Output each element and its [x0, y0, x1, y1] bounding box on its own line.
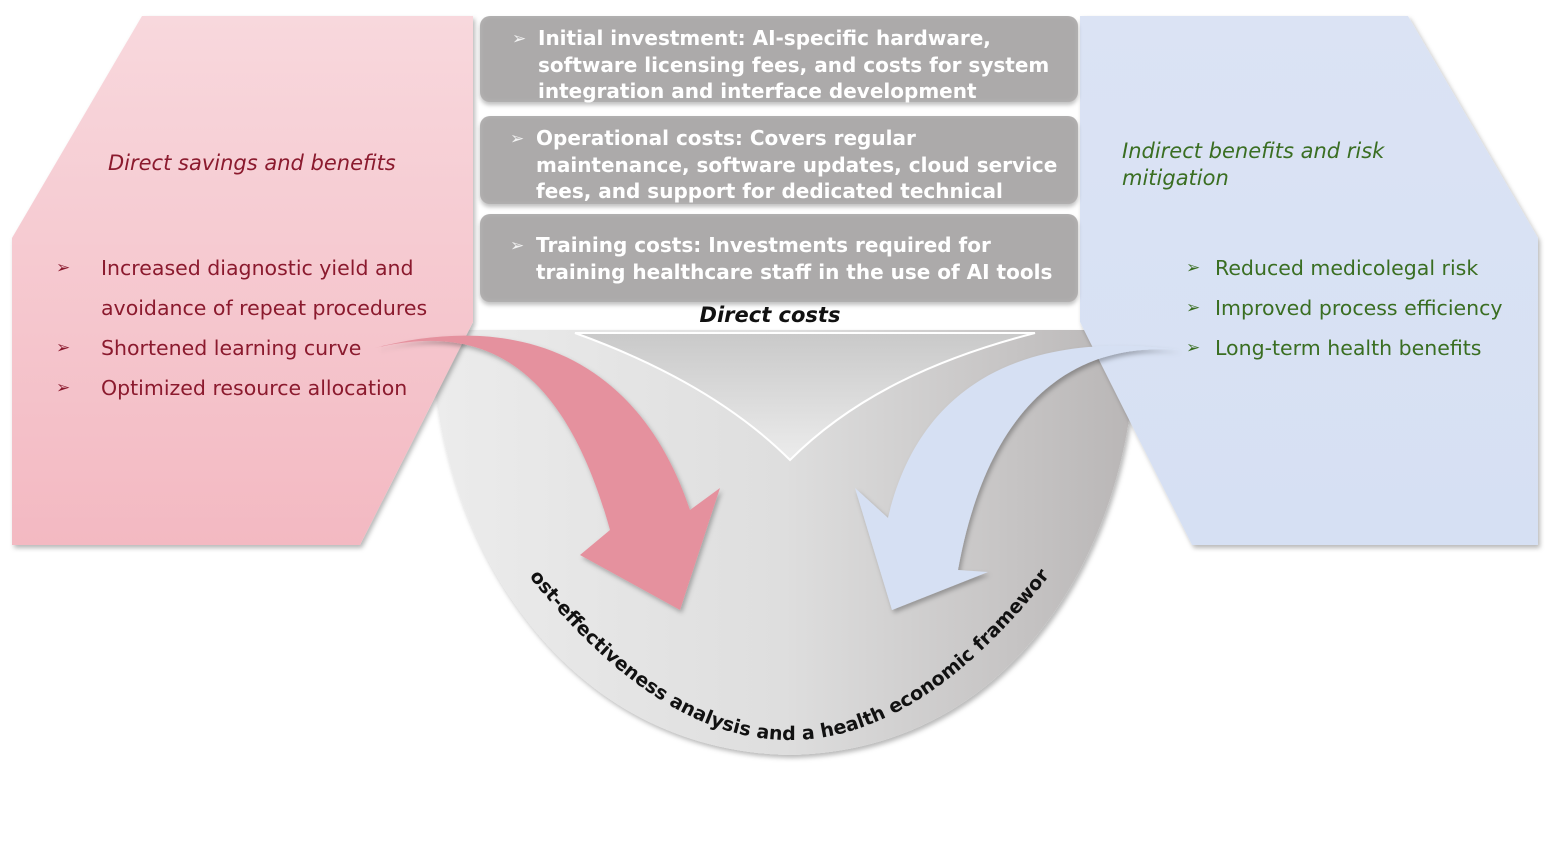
- left-panel-shape: [12, 16, 473, 545]
- arrow-bullet-icon: ➢: [56, 258, 71, 278]
- blue-curved-arrow: [855, 345, 1180, 610]
- list-item-text: Reduced medicolegal risk: [1215, 256, 1479, 280]
- bowl-inner-v: [574, 332, 1036, 462]
- list-item: ➢ Reduced medicolegal risk: [1186, 248, 1526, 288]
- arrow-bullet-icon: ➢: [1186, 258, 1201, 278]
- arrow-bullet-icon: ➢: [1186, 338, 1201, 358]
- right-panel-shape: [1080, 16, 1538, 545]
- arrow-bullet-icon: ➢: [512, 29, 527, 49]
- arrow-bullet-icon: ➢: [56, 378, 71, 398]
- list-item-text: Increased diagnostic yield and: [101, 256, 414, 280]
- left-panel-title: Direct savings and benefits: [108, 151, 396, 175]
- arrow-bullet-icon: ➢: [510, 236, 525, 256]
- list-item: ➢ Shortened learning curve: [56, 328, 456, 368]
- arrow-bullet-icon: ➢: [1186, 298, 1201, 318]
- list-item-text: avoidance of repeat procedures: [101, 296, 428, 320]
- list-item-text: Optimized resource allocation: [101, 376, 408, 400]
- list-item-text: Long-term health benefits: [1215, 336, 1482, 360]
- left-benefits-list: ➢ Increased diagnostic yield and avoidan…: [56, 248, 456, 408]
- list-item: ➢ Increased diagnostic yield and avoidan…: [56, 248, 456, 328]
- right-panel-title: Indirect benefits and risk mitigation: [1122, 139, 1385, 190]
- cost-box-text: Initial investment: AI-specific hardware…: [538, 26, 1050, 103]
- arrow-bullet-icon: ➢: [510, 129, 525, 149]
- list-item: ➢ Improved process efficiency: [1186, 288, 1526, 328]
- cost-box-text: Operational costs: Covers regular mainte…: [536, 126, 1058, 203]
- cost-box-operational-costs: ➢ Operational costs: Covers regular main…: [480, 116, 1078, 204]
- list-item-text: Shortened learning curve: [101, 336, 362, 360]
- list-item: ➢ Optimized resource allocation: [56, 368, 456, 408]
- cost-box-initial-investment: ➢ Initial investment: AI-specific hardwa…: [480, 16, 1078, 103]
- cost-box-text: Training costs: Investments required for…: [536, 233, 1053, 284]
- cost-box-training-costs: ➢ Training costs: Investments required f…: [480, 214, 1078, 302]
- direct-costs-label: Direct costs: [699, 303, 841, 327]
- list-item-text: Improved process efficiency: [1215, 296, 1503, 320]
- list-item: ➢ Long-term health benefits: [1186, 328, 1526, 368]
- arrow-bullet-icon: ➢: [56, 338, 71, 358]
- right-benefits-list: ➢ Reduced medicolegal risk ➢ Improved pr…: [1186, 248, 1526, 368]
- pink-curved-arrow: [360, 335, 720, 610]
